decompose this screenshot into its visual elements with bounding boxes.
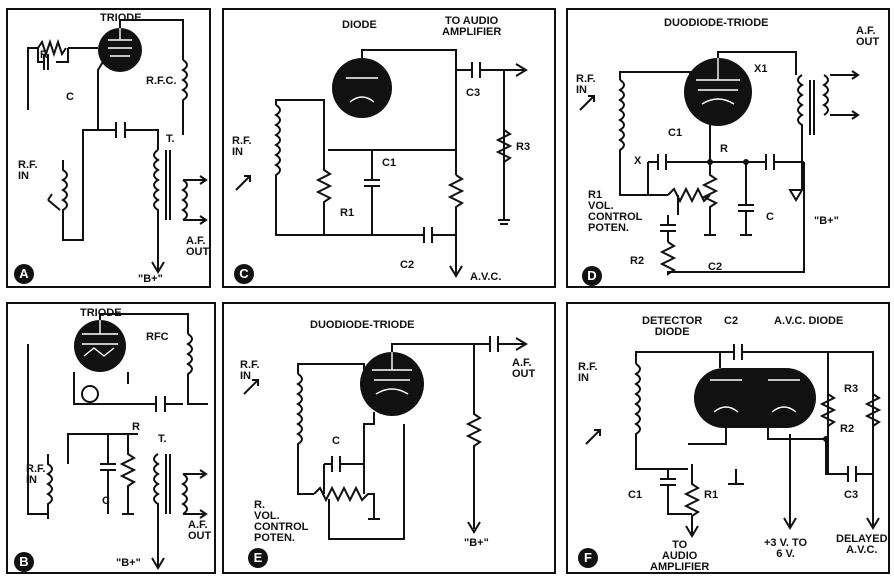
label-c1: C1: [628, 489, 643, 501]
label-c1: C1: [382, 157, 397, 169]
label-c2: C2: [724, 315, 739, 327]
label-triode: TRIODE: [80, 307, 122, 319]
circuit-c-schematic: [235, 49, 528, 278]
label-c3: C3: [844, 489, 859, 501]
duodiode-triode-tube-e: [360, 352, 424, 416]
label-t: T.: [158, 433, 167, 445]
panel-badge-c: C: [234, 264, 254, 284]
circuit-e-schematic: [243, 336, 528, 540]
label-rfc: RFC: [146, 331, 169, 343]
circuit-f-schematic: [585, 344, 882, 538]
label-avc-diode: A.V.C. DIODE: [774, 315, 844, 327]
triode-tube-b: [74, 320, 126, 372]
label-r3: R3: [516, 141, 531, 153]
circuit-b-schematic: [27, 313, 208, 570]
label-r: R: [720, 143, 728, 155]
panel-badge-d: D: [582, 266, 602, 286]
label-af-out: A.F. OUT: [856, 25, 880, 48]
label-r1: R1: [340, 207, 355, 219]
diode-tube-c: [332, 58, 392, 118]
panel-c: DIODE TO AUDIO AMPLIFIER R.F. IN C1 C3 R…: [222, 8, 556, 288]
label-to-audio-amplifier: TO AUDIO AMPLIFIER: [442, 15, 502, 38]
label-r-vol-control: R. VOL. CONTROL POTEN.: [254, 499, 309, 544]
label-af-out: A.F. OUT: [186, 235, 210, 258]
label-c2: C2: [708, 261, 723, 273]
label-voltage: +3 V. TO 6 V.: [764, 537, 808, 560]
label-diode: DIODE: [342, 19, 377, 31]
label-af-out: A.F. OUT: [512, 357, 536, 380]
label-c: C: [332, 435, 340, 447]
label-delayed-avc: DELAYED A.V.C.: [836, 533, 888, 556]
label-title: DUODIODE-TRIODE: [664, 17, 769, 29]
label-b-plus: "B+": [464, 537, 489, 549]
label-r1: R1: [704, 489, 719, 501]
label-r: R: [40, 49, 48, 61]
label-title: DUODIODE-TRIODE: [310, 319, 415, 331]
panel-f: DETECTOR DIODE C2 A.V.C. DIODE R.F. IN R…: [566, 302, 890, 574]
duodiode-triode-tube-d: [684, 58, 752, 126]
panel-badge-a: A: [14, 264, 34, 284]
label-b-plus: "B+": [138, 273, 163, 285]
label-af-out: A.F. OUT: [188, 519, 212, 542]
label-r3: R3: [844, 383, 859, 395]
label-to-audio-amplifier: TO AUDIO AMPLIFIER: [650, 539, 710, 573]
panel-e: DUODIODE-TRIODE A.F. OUT R.F. IN C R. VO…: [222, 302, 556, 574]
label-rf-in: R.F. IN: [232, 135, 252, 158]
label-c: C: [66, 91, 74, 103]
label-rf-in: R.F. IN: [26, 463, 46, 486]
label-r1-vol-control: R1 VOL. CONTROL POTEN.: [588, 189, 643, 234]
circuit-d-schematic: [579, 51, 860, 276]
label-c1: C1: [668, 127, 683, 139]
panel-badge-b: B: [14, 552, 34, 572]
label-rf-in: R.F. IN: [18, 159, 38, 182]
panel-d: DUODIODE-TRIODE X1 A.F. OUT R.F. IN C1 X…: [566, 8, 890, 288]
label-x1: X1: [754, 63, 768, 75]
label-rfc: R.F.C.: [146, 75, 177, 87]
label-detector-diode: DETECTOR DIODE: [642, 315, 703, 338]
circuit-a-schematic: [27, 19, 208, 274]
panel-badge-e: E: [248, 548, 268, 568]
label-b-plus: "B+": [814, 215, 839, 227]
label-avc: A.V.C.: [470, 271, 502, 283]
label-triode: TRIODE: [100, 12, 142, 24]
label-r2: R2: [630, 255, 645, 267]
panel-b: TRIODE RFC R T. R.F. IN C A.F. OUT "B+" …: [6, 302, 216, 574]
label-rf-in: R.F. IN: [576, 73, 596, 96]
double-diode-tube-f: [694, 368, 816, 428]
label-c: C: [766, 211, 774, 223]
label-t: T.: [166, 133, 175, 145]
triode-tube-a: [98, 28, 142, 72]
panel-a: TRIODE R C R.F.C. R.F. IN T. A.F. OUT "B…: [6, 8, 211, 288]
label-b-plus: "B+": [116, 557, 141, 569]
label-rf-in: R.F. IN: [578, 361, 598, 384]
label-rf-in: R.F. IN: [240, 359, 260, 382]
label-c2: C2: [400, 259, 415, 271]
label-r: R: [132, 421, 140, 433]
panel-badge-f: F: [578, 548, 598, 568]
label-r2: R2: [840, 423, 855, 435]
label-c3: C3: [466, 87, 481, 99]
label-x: X: [634, 155, 642, 167]
label-c: C: [102, 495, 110, 507]
